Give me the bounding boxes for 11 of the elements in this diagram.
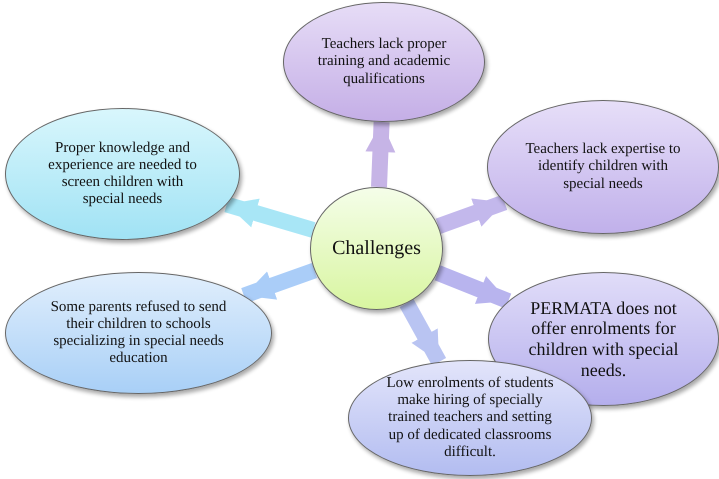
block-arrow xyxy=(224,196,316,238)
challenge-text: Proper knowledge and experience are needed to screen children with special needs xyxy=(47,140,198,208)
block-arrow xyxy=(241,262,318,304)
challenge-text: Teachers lack expertise to identify children with special needs xyxy=(524,141,682,193)
center-label: Challenges xyxy=(332,237,421,260)
block-arrow xyxy=(436,194,508,234)
block-arrow xyxy=(365,122,396,188)
block-arrow xyxy=(400,299,446,366)
challenge-text: Teachers lack proper training and academic qualifications xyxy=(316,36,452,88)
block-arrow xyxy=(434,265,512,309)
challenge-text: Some parents refused to send their children to schools specializing in special needs education xyxy=(50,298,228,368)
